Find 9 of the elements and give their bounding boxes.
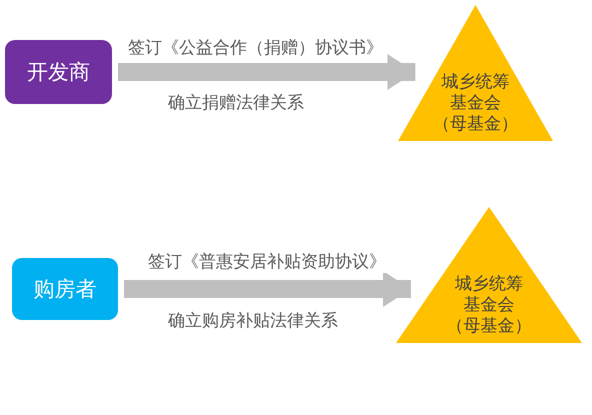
arrow [124, 271, 411, 307]
fund-note: （母基金） [433, 114, 518, 135]
arrow [118, 54, 416, 90]
person-box: 开发商 [5, 40, 112, 104]
fund-name: 城乡统筹基金会 [440, 72, 510, 114]
fund-note: （母基金） [446, 316, 532, 337]
person-box: 购房者 [12, 258, 118, 320]
edge-label: 签订《普惠安居补贴资助协议》 [148, 250, 386, 273]
fund-name: 城乡统筹基金会 [454, 274, 524, 316]
